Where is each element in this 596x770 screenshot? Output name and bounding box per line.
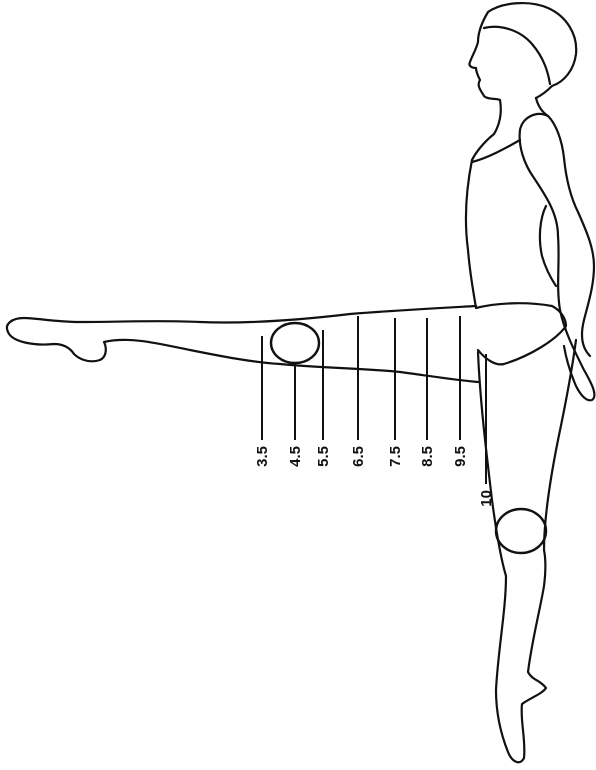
measurement-label-m65: 6.5 xyxy=(350,446,367,467)
extended-knee-marker xyxy=(271,323,319,363)
dancer-figure xyxy=(7,3,594,762)
dancer-extended-leg xyxy=(7,306,478,382)
measurement-label-m55: 5.5 xyxy=(315,446,332,467)
measurement-label-m10: 10 xyxy=(478,490,495,507)
measurement-label-m35: 3.5 xyxy=(254,446,271,467)
dancer-neck xyxy=(472,98,548,160)
measurement-labels: 3.5 4.5 5.5 6.5 7.5 8.5 9.5 10 xyxy=(254,446,495,507)
measurement-label-m75: 7.5 xyxy=(387,446,404,467)
measurement-label-m45: 4.5 xyxy=(287,446,304,467)
measurement-label-m85: 8.5 xyxy=(419,446,436,467)
dancer-standing-leg xyxy=(478,340,576,762)
measurement-label-m95: 9.5 xyxy=(452,446,469,467)
dancer-arm xyxy=(520,114,595,400)
standing-knee-marker xyxy=(496,509,546,553)
dancer-head xyxy=(469,3,576,100)
dancer-torso xyxy=(466,140,566,364)
dancer-hair xyxy=(484,27,550,84)
